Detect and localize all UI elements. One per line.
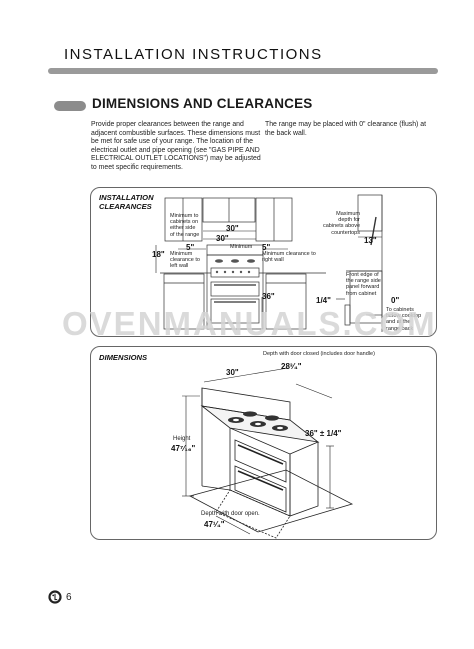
lower-cabinet-left bbox=[163, 273, 205, 330]
note-line: cabinets above bbox=[323, 223, 360, 230]
note-line: either side bbox=[170, 225, 196, 232]
min-cabinets-note: Minimum to cabinets on either side of th… bbox=[170, 213, 204, 238]
note-line: depth for bbox=[338, 217, 360, 224]
page-number: 6 bbox=[66, 592, 72, 603]
note-line: range back bbox=[386, 325, 414, 332]
note-line: Front edge of bbox=[346, 272, 379, 278]
note-line: clearance to bbox=[170, 257, 200, 264]
watermark-text: OVENMANUALS.COM bbox=[62, 305, 437, 342]
dim-30-upper: 30" bbox=[226, 224, 239, 233]
dim-5-left: 5" bbox=[186, 243, 195, 252]
note-line: To cabinets bbox=[386, 307, 414, 313]
dim-13: 13" bbox=[364, 236, 377, 245]
front-edge-note: Front edge of the range side panel forwa… bbox=[346, 272, 386, 297]
range-backguard bbox=[206, 244, 264, 256]
note-line: and at the bbox=[386, 319, 411, 326]
note-line: right wall bbox=[262, 257, 284, 264]
intro-right-paragraph: The range may be placed with 0" clearanc… bbox=[265, 121, 427, 137]
dim-depth-open: 47¹⁄₄" bbox=[204, 520, 225, 529]
note-line: Minimum clearance to bbox=[262, 251, 316, 257]
note-line: from cabinet bbox=[346, 290, 377, 297]
clearances-label-line: INSTALLATION bbox=[99, 193, 154, 202]
note-line: panel forward bbox=[346, 284, 380, 291]
note-line: Minimum to bbox=[170, 213, 199, 219]
clearances-label: INSTALLATION CLEARANCES bbox=[99, 193, 154, 211]
dim-30-middle: 30" bbox=[216, 234, 229, 243]
header-rule bbox=[48, 68, 438, 74]
section-title: DIMENSIONS AND CLEARANCES bbox=[92, 96, 313, 111]
dim-width: 30" bbox=[226, 368, 239, 377]
depth-closed-note: Depth with door closed (includes door ha… bbox=[263, 351, 375, 357]
dimensions-panel bbox=[90, 346, 437, 540]
note-line: Minimum bbox=[170, 251, 193, 257]
note-line: of the range bbox=[170, 231, 200, 238]
upper-cabinet-left bbox=[164, 197, 203, 242]
clearances-panel bbox=[90, 187, 437, 337]
intro-left-paragraph: Provide proper clearances between the ra… bbox=[91, 121, 261, 171]
dim-0: 0" bbox=[391, 296, 400, 305]
min-right-wall-note: Minimum clearance to right wall bbox=[262, 251, 322, 263]
floor-footprint bbox=[188, 469, 354, 533]
section-marker bbox=[54, 101, 86, 111]
dim-height: 47⁷⁄₁₆" bbox=[171, 444, 196, 453]
note-line: countertops bbox=[331, 229, 360, 236]
min-left-wall-note: Minimum clearance to left wall bbox=[170, 251, 206, 270]
range-isometric-drawing bbox=[182, 367, 354, 539]
note-line: below cooktop bbox=[386, 313, 422, 320]
max-depth-note: Maximum depth for cabinets above counter… bbox=[320, 211, 360, 236]
minimum-note: Minimum bbox=[230, 244, 253, 250]
depth-open-note: Depth with door open. bbox=[201, 511, 260, 517]
dimensions-label: DIMENSIONS bbox=[99, 353, 148, 362]
dim-quarter: 1/4" bbox=[316, 296, 331, 305]
lower-cabinet-right bbox=[265, 273, 307, 330]
note-line: the range side bbox=[346, 278, 381, 285]
dim-36: 36" bbox=[262, 292, 275, 301]
dim-5-right: 5" bbox=[262, 243, 271, 252]
height-note: Height bbox=[173, 436, 191, 442]
page-header-title: INSTALLATION INSTRUCTIONS bbox=[64, 46, 323, 63]
side-upper-cabinet bbox=[357, 194, 383, 232]
note-line: Maximum bbox=[336, 211, 360, 217]
dim-18: 18" bbox=[152, 250, 165, 259]
lg-logo-icon bbox=[48, 590, 62, 604]
note-line: left wall bbox=[170, 263, 189, 270]
dim-depth-closed: 28³⁄₄" bbox=[281, 362, 302, 371]
dim-side-height: 36" ± 1/4" bbox=[305, 429, 342, 438]
range-side bbox=[289, 441, 319, 517]
clearances-diagram bbox=[155, 194, 383, 332]
clearances-label-line: CLEARANCES bbox=[99, 202, 152, 211]
note-line: cabinets on bbox=[170, 219, 199, 226]
to-cabinets-note: To cabinets below cooktop and at the ran… bbox=[386, 307, 430, 332]
